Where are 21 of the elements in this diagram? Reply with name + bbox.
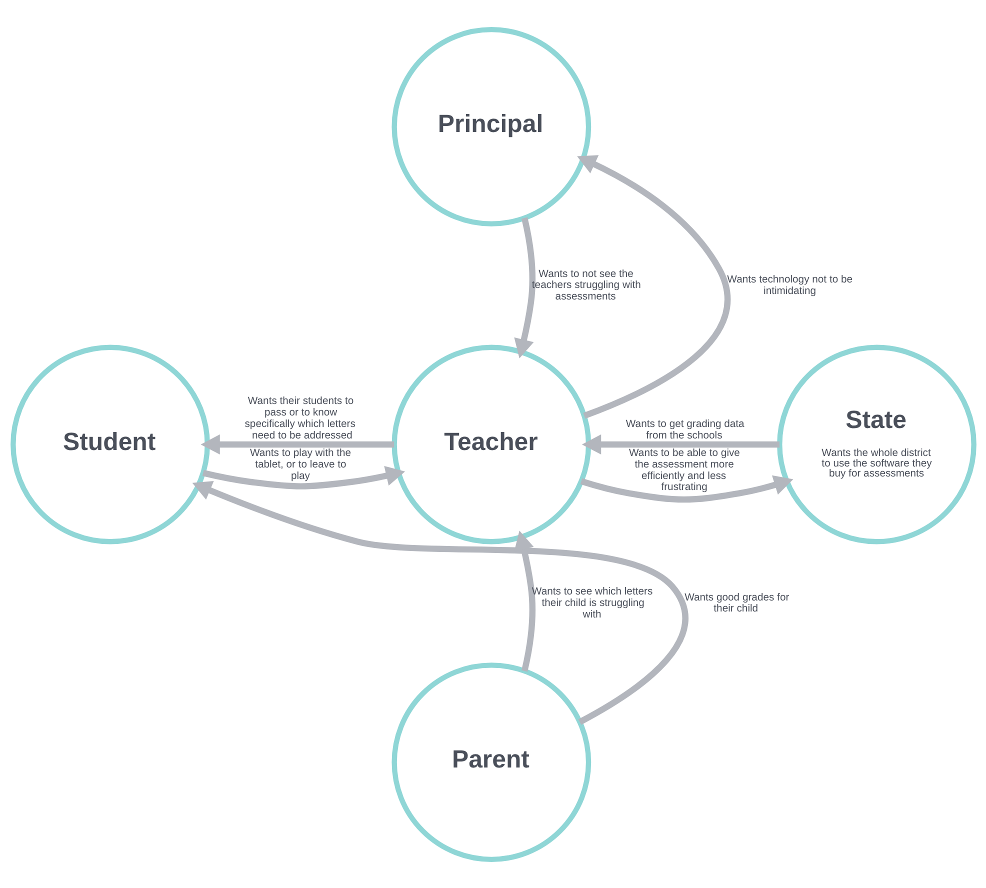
edge-label: Wants technology not to be intimidating <box>726 274 852 296</box>
arrow <box>580 474 793 502</box>
arrow <box>514 530 536 672</box>
node-circle: Student <box>10 344 210 544</box>
node-circle: Parent <box>391 662 591 862</box>
arrow <box>576 154 730 418</box>
arrow <box>200 434 394 454</box>
arrow <box>202 465 405 489</box>
node-circle: Principal <box>391 26 591 226</box>
arrow <box>514 216 536 358</box>
node-circle: State Wants the whole district to use the software they buy for assessments <box>776 344 976 544</box>
edge-label: Wants to not see the teachers struggling with assessments <box>531 268 640 302</box>
edge-label: Wants to get grading data from the schools <box>625 418 744 441</box>
edge-label: Wants good grades for their child <box>684 592 789 614</box>
node-circle: Teacher <box>391 344 591 544</box>
edge-label: Wants their students to pass or to know specifically which letters need to be addressed <box>244 395 355 441</box>
edge-label: Wants to see which letters their child is struggling with <box>531 586 652 620</box>
edge-label: Wants to play with the tablet, or to leave to play <box>249 447 351 482</box>
arrow <box>581 434 780 454</box>
arrow <box>192 480 688 724</box>
edge-label: Wants to be able to give the assessment more efficiently and less frustrating <box>628 447 740 493</box>
